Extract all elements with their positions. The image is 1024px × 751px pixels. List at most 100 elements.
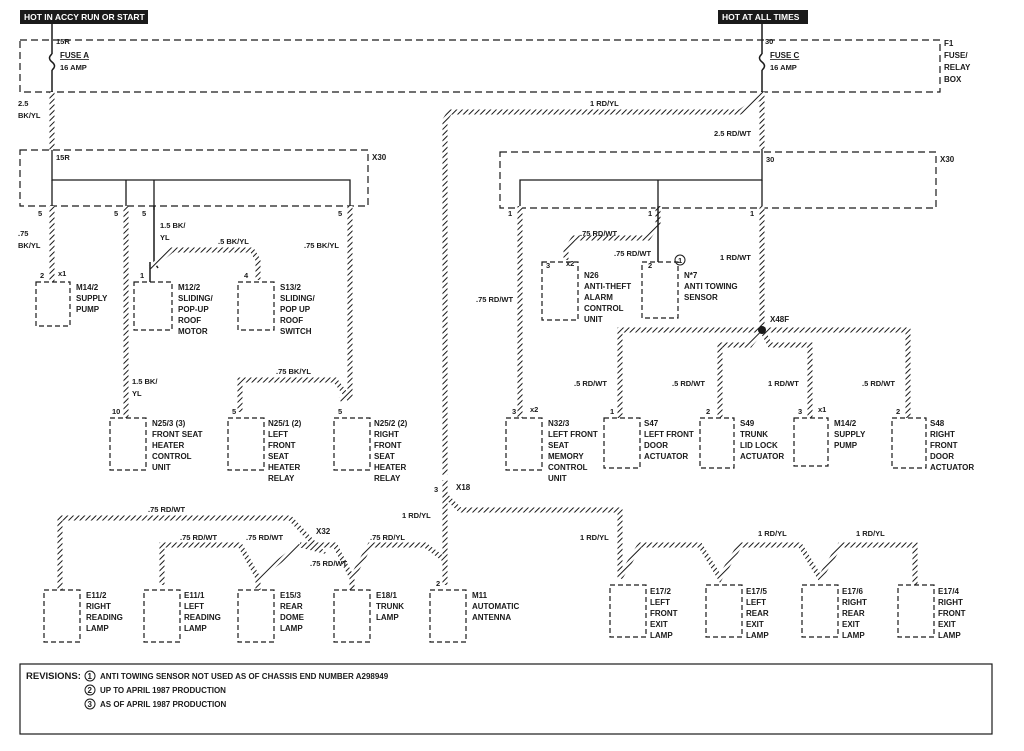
svg-text:LAMP: LAMP: [746, 631, 769, 640]
svg-text:M12/2: M12/2: [178, 283, 201, 292]
svg-text:FRONT: FRONT: [374, 441, 402, 450]
wire-label: .75 BK/YL: [304, 241, 339, 250]
wire-label: 1 RD/YL: [402, 511, 431, 520]
wire-label: .75: [18, 229, 28, 238]
svg-text:S48: S48: [930, 419, 945, 428]
svg-text:TRUNK: TRUNK: [376, 602, 404, 611]
svg-text:REAR: REAR: [746, 609, 769, 618]
component-e17-2: E17/2 LEFT FRONT EXIT LAMP: [609, 584, 678, 640]
svg-text:CONTROL: CONTROL: [584, 304, 624, 313]
svg-text:LEFT: LEFT: [650, 598, 670, 607]
svg-text:READING: READING: [86, 613, 123, 622]
connector-label: X32: [316, 527, 331, 536]
wire-label: 1 RD/YL: [590, 99, 619, 108]
svg-text:LEFT: LEFT: [184, 602, 204, 611]
svg-text:LAMP: LAMP: [650, 631, 673, 640]
svg-text:S47: S47: [644, 419, 659, 428]
connector-pin: 30: [766, 155, 774, 164]
svg-text:SEAT: SEAT: [374, 452, 395, 461]
svg-text:RIGHT: RIGHT: [938, 598, 963, 607]
svg-text:S49: S49: [740, 419, 755, 428]
wire-label: 1 RD/WT: [768, 379, 799, 388]
svg-text:ALARM: ALARM: [584, 293, 613, 302]
svg-text:BOX: BOX: [944, 75, 962, 84]
svg-text:HEATER: HEATER: [152, 441, 185, 450]
svg-text:5: 5: [338, 407, 342, 416]
component-e18-1: E18/1 TRUNK LAMP: [333, 589, 404, 643]
component-n25-1: 5 N25/1 (2) LEFT FRONT SEAT HEATER RELAY: [227, 407, 302, 483]
fuse-relay-box: F1 FUSE/ RELAY BOX 15R FUSE A 16 AMP 30 …: [19, 37, 971, 93]
connector-label: X30: [372, 153, 387, 162]
svg-text:FRONT: FRONT: [268, 441, 296, 450]
svg-text:LEFT: LEFT: [268, 430, 288, 439]
revision-1-icon: [84, 670, 96, 682]
wire-label: 1.5 BK/: [160, 221, 186, 230]
svg-text:2: 2: [436, 579, 440, 588]
svg-text:DOOR: DOOR: [644, 441, 668, 450]
wire-label: 2.5: [18, 99, 28, 108]
svg-text:2: 2: [88, 686, 93, 695]
svg-text:PUMP: PUMP: [76, 305, 100, 314]
component-n25-2: 5 N25/2 (2) RIGHT FRONT SEAT HEATER RELA…: [333, 407, 408, 483]
wire-label: YL: [160, 233, 170, 242]
svg-text:TRUNK: TRUNK: [740, 430, 768, 439]
svg-text:16 AMP: 16 AMP: [770, 63, 797, 72]
revisions-box: REVISIONS: 1 ANTI TOWING SENSOR NOT USED…: [19, 663, 993, 735]
svg-text:MOTOR: MOTOR: [178, 327, 208, 336]
component-s49: 2 S49 TRUNK LID LOCK ACTUATOR: [699, 407, 784, 469]
hot-all-times-label: HOT AT ALL TIMES: [718, 10, 808, 24]
pin-number: 5: [38, 209, 42, 218]
lower-wires: [57, 480, 918, 590]
svg-text:SLIDING/: SLIDING/: [280, 294, 315, 303]
svg-text:LEFT: LEFT: [746, 598, 766, 607]
svg-text:2: 2: [706, 407, 710, 416]
svg-text:LAMP: LAMP: [86, 624, 109, 633]
svg-text:15R: 15R: [56, 37, 70, 46]
svg-text:FUSE/: FUSE/: [944, 51, 968, 60]
wire-label: 1 RD/WT: [720, 253, 751, 262]
svg-text:2: 2: [648, 261, 652, 270]
svg-text:LAMP: LAMP: [184, 624, 207, 633]
svg-text:N26: N26: [584, 271, 599, 280]
svg-text:SEAT: SEAT: [548, 441, 569, 450]
svg-text:2: 2: [896, 407, 900, 416]
hot-accy-label: HOT IN ACCY RUN OR START: [20, 10, 148, 24]
svg-text:HOT AT ALL TIMES: HOT AT ALL TIMES: [722, 12, 800, 22]
feed-wires: [49, 92, 765, 475]
wire-label: BK/YL: [18, 241, 41, 250]
svg-text:3: 3: [798, 407, 802, 416]
svg-text:LAMP: LAMP: [376, 613, 399, 622]
svg-text:E17/2: E17/2: [650, 587, 671, 596]
svg-text:E11/1: E11/1: [184, 591, 205, 600]
component-e11-1: E11/1 LEFT READING LAMP: [143, 589, 221, 643]
component-m11: 2 M11 AUTOMATIC ANTENNA: [429, 579, 519, 643]
svg-text:DOME: DOME: [280, 613, 305, 622]
svg-text:UNIT: UNIT: [584, 315, 603, 324]
svg-text:POP-UP: POP-UP: [178, 305, 209, 314]
svg-text:EXIT: EXIT: [650, 620, 668, 629]
svg-text:ACTUATOR: ACTUATOR: [740, 452, 784, 461]
svg-text:ANTI TOWING: ANTI TOWING: [684, 282, 738, 291]
component-n7: 2 1 N*7 ANTI TOWING SENSOR: [641, 254, 738, 319]
component-m14-2-right: 3 x1 M14/2 SUPPLY PUMP: [793, 405, 866, 467]
svg-text:S13/2: S13/2: [280, 283, 301, 292]
svg-text:M14/2: M14/2: [76, 283, 99, 292]
svg-text:16 AMP: 16 AMP: [60, 63, 87, 72]
svg-text:REAR: REAR: [842, 609, 865, 618]
svg-text:SEAT: SEAT: [268, 452, 289, 461]
svg-text:N25/3 (3): N25/3 (3): [152, 419, 186, 428]
pin-number: 1: [648, 209, 652, 218]
component-e17-5: E17/5 LEFT REAR EXIT LAMP: [705, 584, 769, 640]
svg-text:x1: x1: [818, 405, 826, 414]
wire-label: YL: [132, 389, 142, 398]
svg-text:E17/6: E17/6: [842, 587, 863, 596]
svg-text:CONTROL: CONTROL: [548, 463, 588, 472]
svg-text:HEATER: HEATER: [374, 463, 407, 472]
connector-label: X30: [940, 155, 955, 164]
svg-text:E17/5: E17/5: [746, 587, 767, 596]
svg-text:RIGHT: RIGHT: [842, 598, 867, 607]
wire-label: .5 RD/WT: [672, 379, 705, 388]
svg-text:ACTUATOR: ACTUATOR: [930, 463, 974, 472]
svg-text:LAMP: LAMP: [842, 631, 865, 640]
svg-text:N32/3: N32/3: [548, 419, 570, 428]
